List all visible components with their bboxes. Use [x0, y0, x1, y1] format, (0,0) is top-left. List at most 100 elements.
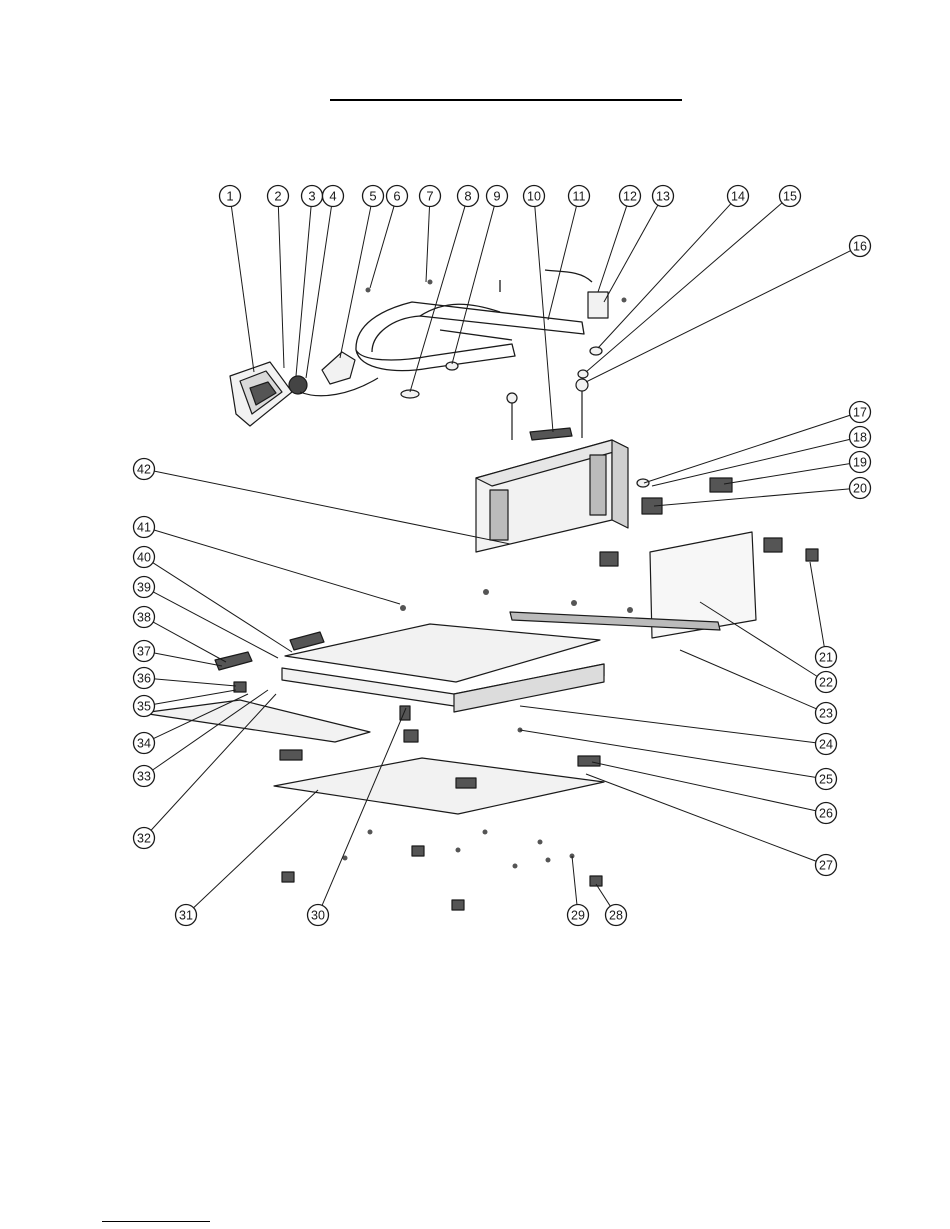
leader-line-17 — [644, 415, 850, 483]
callout-30: 30 — [308, 905, 329, 926]
leader-line-28 — [596, 884, 610, 906]
ramp-panel-part — [142, 700, 370, 742]
console-part — [230, 362, 292, 426]
callout-36: 36 — [134, 668, 155, 689]
callout-number-9: 9 — [493, 189, 500, 204]
callout-number-16: 16 — [853, 240, 867, 254]
end-cap-part-21-left — [764, 538, 782, 552]
end-cap-part-19 — [710, 478, 732, 492]
callout-2: 2 — [268, 186, 289, 207]
front-frame-part — [476, 440, 628, 552]
leader-line-19 — [724, 464, 850, 484]
callout-number-40: 40 — [137, 551, 151, 565]
callout-40: 40 — [134, 547, 155, 568]
callout-number-35: 35 — [137, 700, 151, 714]
callout-26: 26 — [816, 803, 837, 824]
callout-number-25: 25 — [819, 773, 833, 787]
callout-number-11: 11 — [573, 190, 586, 204]
callout-25: 25 — [816, 769, 837, 790]
callout-number-36: 36 — [137, 672, 151, 686]
callout-8: 8 — [458, 186, 479, 207]
callout-6: 6 — [387, 186, 408, 207]
callout-35: 35 — [134, 696, 155, 717]
callout-29: 29 — [568, 905, 589, 926]
callout-5: 5 — [363, 186, 384, 207]
leader-line-13 — [604, 205, 658, 302]
plate-part-10 — [530, 428, 572, 440]
callout-24: 24 — [816, 734, 837, 755]
leader-line-29 — [572, 856, 577, 905]
callout-22: 22 — [816, 672, 837, 693]
handlebar-end-bracket — [588, 292, 608, 318]
bushing-part-14 — [590, 347, 602, 355]
callout-number-37: 37 — [137, 645, 151, 659]
callout-14: 14 — [728, 186, 749, 207]
callout-41: 41 — [134, 517, 155, 538]
footer-rule — [102, 1221, 210, 1222]
callout-number-29: 29 — [571, 909, 585, 923]
bottom-plate-part-31 — [274, 758, 604, 814]
callout-12: 12 — [620, 186, 641, 207]
callout-number-3: 3 — [308, 189, 315, 204]
leader-line-7 — [426, 206, 430, 282]
callout-7: 7 — [420, 186, 441, 207]
callout-number-27: 27 — [819, 859, 833, 873]
callout-number-10: 10 — [527, 190, 541, 204]
callout-number-5: 5 — [369, 189, 376, 204]
leader-line-33 — [153, 690, 268, 770]
callout-number-32: 32 — [137, 832, 151, 846]
callout-number-6: 6 — [393, 189, 400, 204]
leveler-block-26 — [578, 756, 600, 766]
callout-10: 10 — [524, 186, 545, 207]
callout-19: 19 — [850, 452, 871, 473]
leader-line-39 — [153, 592, 278, 658]
leveler-block-a — [280, 750, 302, 760]
callout-number-26: 26 — [819, 807, 833, 821]
leveler-block-30-b — [404, 730, 418, 742]
callout-9: 9 — [487, 186, 508, 207]
leader-line-14 — [598, 204, 731, 348]
leader-line-26 — [592, 762, 816, 811]
leader-line-6 — [370, 206, 394, 288]
callout-number-7: 7 — [426, 189, 433, 204]
leader-line-37 — [154, 653, 222, 666]
callout-number-22: 22 — [819, 676, 833, 690]
callout-number-4: 4 — [329, 189, 336, 204]
callout-4: 4 — [323, 186, 344, 207]
callout-number-12: 12 — [623, 190, 637, 204]
callout-number-1: 1 — [226, 189, 233, 204]
callout-number-31: 31 — [179, 909, 193, 923]
callout-number-19: 19 — [853, 456, 867, 470]
callout-11: 11 — [569, 186, 590, 207]
callout-3: 3 — [302, 186, 323, 207]
leader-line-16 — [586, 251, 851, 382]
leader-line-20 — [654, 489, 850, 506]
callout-number-24: 24 — [819, 738, 833, 752]
leader-line-36 — [154, 679, 236, 686]
callout-number-21: 21 — [819, 651, 833, 665]
side-pad-part-40 — [290, 632, 324, 650]
callout-23: 23 — [816, 703, 837, 724]
leveler-block-b — [456, 778, 476, 788]
callout-number-15: 15 — [783, 190, 797, 204]
callout-18: 18 — [850, 427, 871, 448]
leader-line-18 — [652, 439, 850, 486]
leader-line-5 — [340, 206, 371, 358]
callout-number-28: 28 — [609, 909, 623, 923]
callout-1: 1 — [220, 186, 241, 207]
leader-line-42 — [154, 471, 510, 544]
roller-part-17 — [637, 479, 649, 487]
cap-part-21 — [806, 549, 818, 561]
callout-33: 33 — [134, 766, 155, 787]
leader-line-11 — [548, 206, 576, 320]
callout-17: 17 — [850, 402, 871, 423]
leader-line-2 — [278, 206, 284, 368]
leader-line-21 — [810, 562, 824, 647]
parts-artwork — [142, 270, 818, 910]
callout-number-34: 34 — [137, 737, 151, 751]
callout-27: 27 — [816, 855, 837, 876]
leader-line-12 — [598, 206, 627, 292]
callout-number-20: 20 — [853, 482, 867, 496]
callout-32: 32 — [134, 828, 155, 849]
